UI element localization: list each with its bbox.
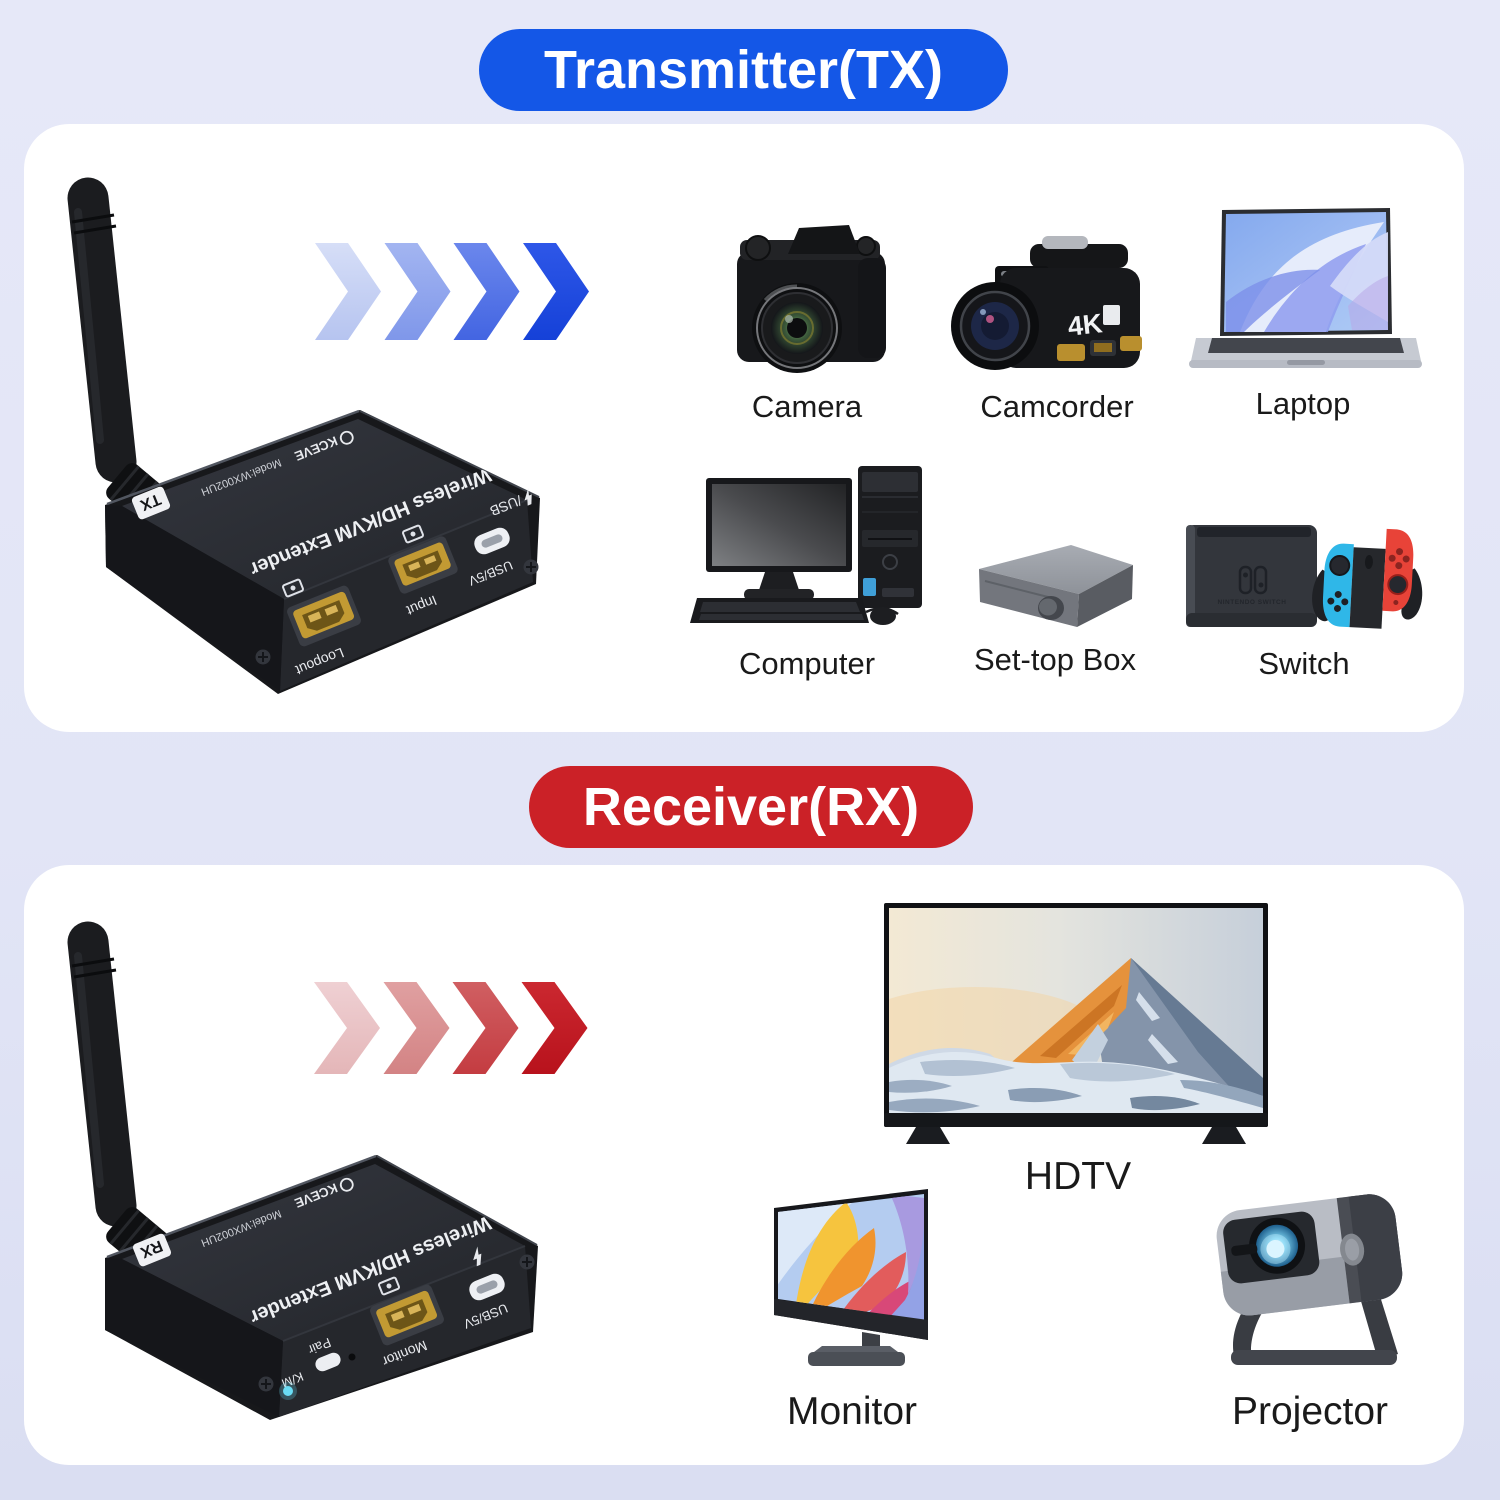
svg-text:TX: TX: [137, 490, 163, 514]
svg-text:NINTENDO SWITCH: NINTENDO SWITCH: [1218, 599, 1287, 606]
svg-text:4K: 4K: [1066, 308, 1104, 341]
